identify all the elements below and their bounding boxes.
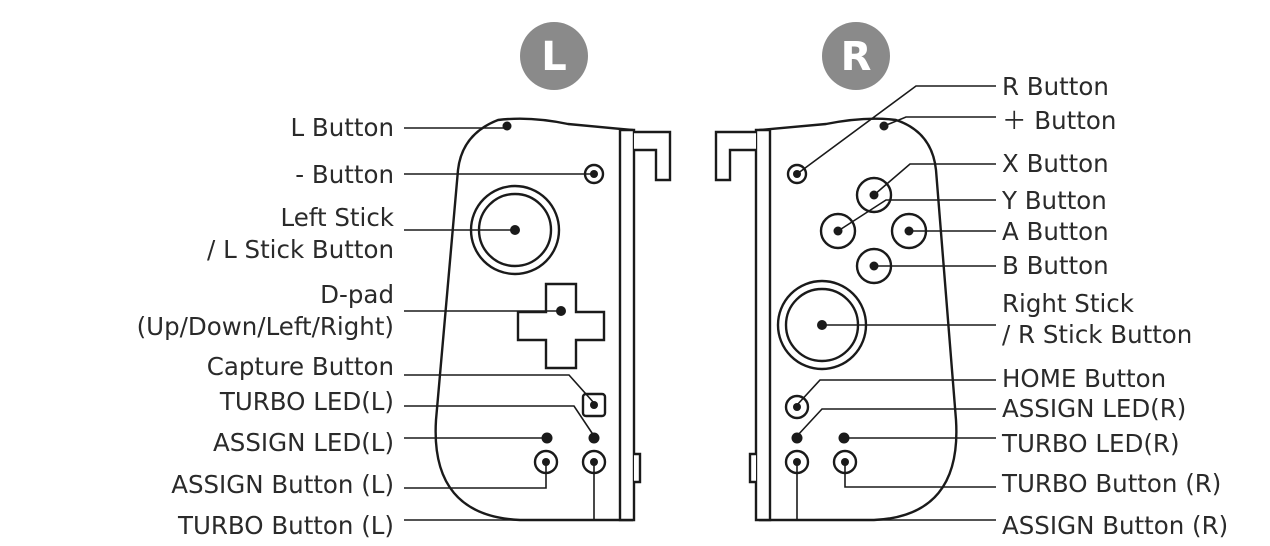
right-rail-tab — [748, 452, 756, 484]
label-minus-button: - Button — [295, 160, 394, 189]
left-rail-clip — [634, 130, 672, 182]
label-assign-button-r: ASSIGN Button (R) — [1002, 511, 1228, 540]
dpad[interactable] — [516, 282, 606, 370]
label-turbo-led-l: TURBO LED(L) — [219, 387, 394, 416]
label-right-stick-2: / R Stick Button — [1002, 320, 1192, 349]
label-assign-button-l: ASSIGN Button (L) — [171, 470, 394, 499]
label-assign-led-r: ASSIGN LED(R) — [1002, 394, 1186, 423]
right-rail-clip — [714, 130, 756, 182]
label-dpad-2: (Up/Down/Left/Right) — [137, 312, 394, 341]
label-right-stick-1: Right Stick — [1002, 289, 1135, 318]
label-left-stick-2: / L Stick Button — [207, 235, 394, 264]
label-turbo-button-r: TURBO Button (R) — [1001, 469, 1221, 498]
label-a-button: A Button — [1002, 217, 1109, 246]
svg-text:L: L — [541, 34, 567, 80]
left-badge: L — [520, 22, 588, 90]
label-capture-button: Capture Button — [207, 352, 394, 381]
left-rail-tab — [634, 452, 642, 484]
label-l-button: L Button — [290, 113, 394, 142]
label-r-button: R Button — [1002, 72, 1109, 101]
right-controller — [714, 117, 958, 522]
label-home-button: HOME Button — [1002, 364, 1166, 393]
right-badge: R — [822, 22, 890, 90]
label-y-button: Y Button — [1001, 186, 1107, 215]
label-dpad-1: D-pad — [320, 280, 394, 309]
right-leader-lines — [793, 85, 996, 521]
label-x-button: X Button — [1002, 149, 1109, 178]
svg-text:R: R — [841, 34, 872, 80]
left-controller — [434, 117, 672, 522]
label-turbo-led-r: TURBO LED(R) — [1001, 429, 1180, 458]
turbo-led-l — [588, 432, 600, 444]
label-plus-button: ＋ Button — [1002, 106, 1116, 135]
left-rail — [618, 128, 636, 522]
assign-led-r — [791, 432, 803, 444]
label-b-button: B Button — [1002, 251, 1109, 280]
right-rail — [754, 128, 772, 522]
label-left-stick-1: Left Stick — [280, 203, 394, 232]
left-leader-lines — [404, 121, 598, 521]
label-turbo-button-l: TURBO Button (L) — [177, 511, 394, 540]
label-assign-led-l: ASSIGN LED(L) — [213, 428, 394, 457]
